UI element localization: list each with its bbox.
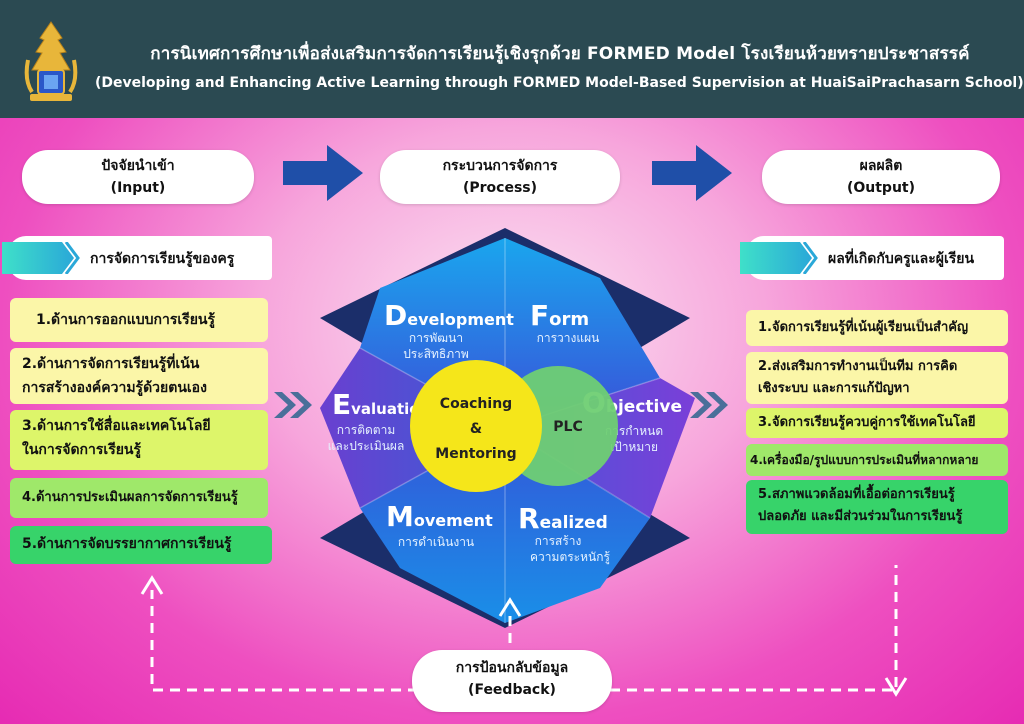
process-stage-subtitle: (Process) — [462, 180, 538, 196]
development-label: Development — [384, 299, 514, 332]
development-th-2: ประสิทธิภาพ — [403, 347, 469, 361]
output-stage-pill: ผลผลิต (Output) — [762, 150, 1000, 204]
ribbon-chevron-icon — [2, 242, 80, 274]
double-chevron-right-icon — [274, 392, 312, 418]
input-stage-title: ปัจจัยนำเข้า — [101, 158, 175, 174]
output-item-2: 2.ส่งเสริมการทำงานเป็นทีม การคิด เชิงระบ… — [746, 352, 1008, 404]
output-item-text: ปลอดภัย และมีส่วนร่วมในการเรียนรู้ — [758, 509, 963, 524]
coaching-mentoring-circle — [410, 360, 542, 492]
arrow-right-icon — [652, 145, 732, 201]
feedback-title: การป้อนกลับข้อมูล — [455, 660, 569, 676]
evaluation-th-2: และประเมินผล — [328, 439, 405, 453]
input-item-2: 2.ด้านการจัดการเรียนรู้ที่เน้น การสร้างอ… — [10, 348, 268, 404]
realized-label: Realized — [518, 502, 608, 535]
mentoring-text: Mentoring — [435, 446, 516, 462]
evaluation-th-1: การติดตาม — [337, 423, 395, 437]
process-stage-pill: กระบวนการจัดการ (Process) — [380, 150, 620, 204]
input-stage-pill: ปัจจัยนำเข้า (Input) — [22, 150, 254, 204]
right-section-heading: ผลที่เกิดกับครูและผู้เรียน — [740, 236, 1004, 280]
realized-th-1: การสร้าง — [535, 534, 582, 548]
input-item-text: 1.ด้านการออกแบบการเรียนรู้ — [36, 312, 215, 328]
left-heading-text: การจัดการเรียนรู้ของครู — [90, 251, 235, 267]
objective-th-2: เป้าหมาย — [610, 440, 658, 454]
ampersand-text: & — [470, 421, 482, 437]
title-english: (Developing and Enhancing Active Learnin… — [95, 75, 1024, 91]
form-th-1: การวางแผน — [537, 331, 600, 345]
coaching-text: Coaching — [440, 396, 512, 412]
output-item-text: 1.จัดการเรียนรู้ที่เน้นผู้เรียนเป็นสำคัญ — [758, 320, 969, 335]
output-item-1: 1.จัดการเรียนรู้ที่เน้นผู้เรียนเป็นสำคัญ — [746, 310, 1008, 346]
realized-th-2: ความตระหนักรู้ — [530, 550, 610, 565]
development-th-1: การพัฒนา — [409, 331, 463, 345]
output-item-text: 2.ส่งเสริมการทำงานเป็นทีม การคิด — [758, 359, 958, 374]
header-bar: การนิเทศการศึกษาเพื่อส่งเสริมการจัดการเร… — [0, 0, 1024, 118]
double-chevron-right-icon — [690, 392, 728, 418]
objective-th-1: การกำหนด — [605, 424, 663, 438]
input-item-1: 1.ด้านการออกแบบการเรียนรู้ — [10, 298, 268, 342]
input-item-text: การสร้างองค์ความรู้ด้วยตนเอง — [22, 380, 207, 396]
input-item-text: ในการจัดการเรียนรู้ — [22, 442, 142, 458]
ribbon-chevron-icon — [740, 242, 818, 274]
school-logo-icon — [24, 21, 78, 101]
output-item-text: 5.สภาพแวดล้อมที่เอื้อต่อการเรียนรู้ — [758, 487, 955, 502]
output-item-3: 3.จัดการเรียนรู้ควบคู่การใช้เทคโนโลยี — [746, 408, 1008, 438]
output-stage-title: ผลผลิต — [859, 158, 903, 174]
input-stage-subtitle: (Input) — [110, 180, 166, 196]
output-item-4: 4.เครื่องมือ/รูปแบบการประเมินที่หลากหลาย — [746, 444, 1008, 476]
left-section-heading: การจัดการเรียนรู้ของครู — [2, 236, 272, 280]
input-item-text: 2.ด้านการจัดการเรียนรู้ที่เน้น — [22, 356, 200, 372]
movement-label: Movement — [386, 500, 493, 533]
evaluation-label: Evaluation — [332, 388, 430, 421]
right-heading-text: ผลที่เกิดกับครูและผู้เรียน — [828, 251, 975, 267]
input-item-3: 3.ด้านการใช้สื่อและเทคโนโลยี ในการจัดการ… — [10, 410, 268, 470]
plc-text: PLC — [553, 419, 582, 435]
output-stage-subtitle: (Output) — [846, 180, 916, 196]
formed-hexagon-diagram: Development Form Objective Realized Move… — [320, 228, 695, 628]
title-thai: การนิเทศการศึกษาเพื่อส่งเสริมการจัดการเร… — [150, 44, 970, 64]
arrow-right-icon — [283, 145, 363, 201]
input-item-text: 5.ด้านการจัดบรรยากาศการเรียนรู้ — [22, 536, 232, 552]
feedback-subtitle: (Feedback) — [468, 682, 556, 698]
output-item-5: 5.สภาพแวดล้อมที่เอื้อต่อการเรียนรู้ ปลอด… — [746, 480, 1008, 534]
output-item-text: 3.จัดการเรียนรู้ควบคู่การใช้เทคโนโลยี — [758, 415, 976, 430]
feedback-pill: การป้อนกลับข้อมูล (Feedback) — [412, 650, 612, 712]
input-item-5: 5.ด้านการจัดบรรยากาศการเรียนรู้ — [10, 526, 272, 564]
form-label: Form — [530, 299, 589, 332]
movement-th-1: การดำเนินงาน — [398, 535, 474, 549]
input-item-text: 4.ด้านการประเมินผลการจัดการเรียนรู้ — [22, 490, 238, 505]
process-stage-title: กระบวนการจัดการ — [442, 158, 558, 174]
input-item-4: 4.ด้านการประเมินผลการจัดการเรียนรู้ — [10, 478, 268, 518]
output-item-text: 4.เครื่องมือ/รูปแบบการประเมินที่หลากหลาย — [750, 453, 979, 467]
input-item-text: 3.ด้านการใช้สื่อและเทคโนโลยี — [22, 418, 211, 434]
output-item-text: เชิงระบบ และการแก้ปัญหา — [758, 381, 910, 396]
